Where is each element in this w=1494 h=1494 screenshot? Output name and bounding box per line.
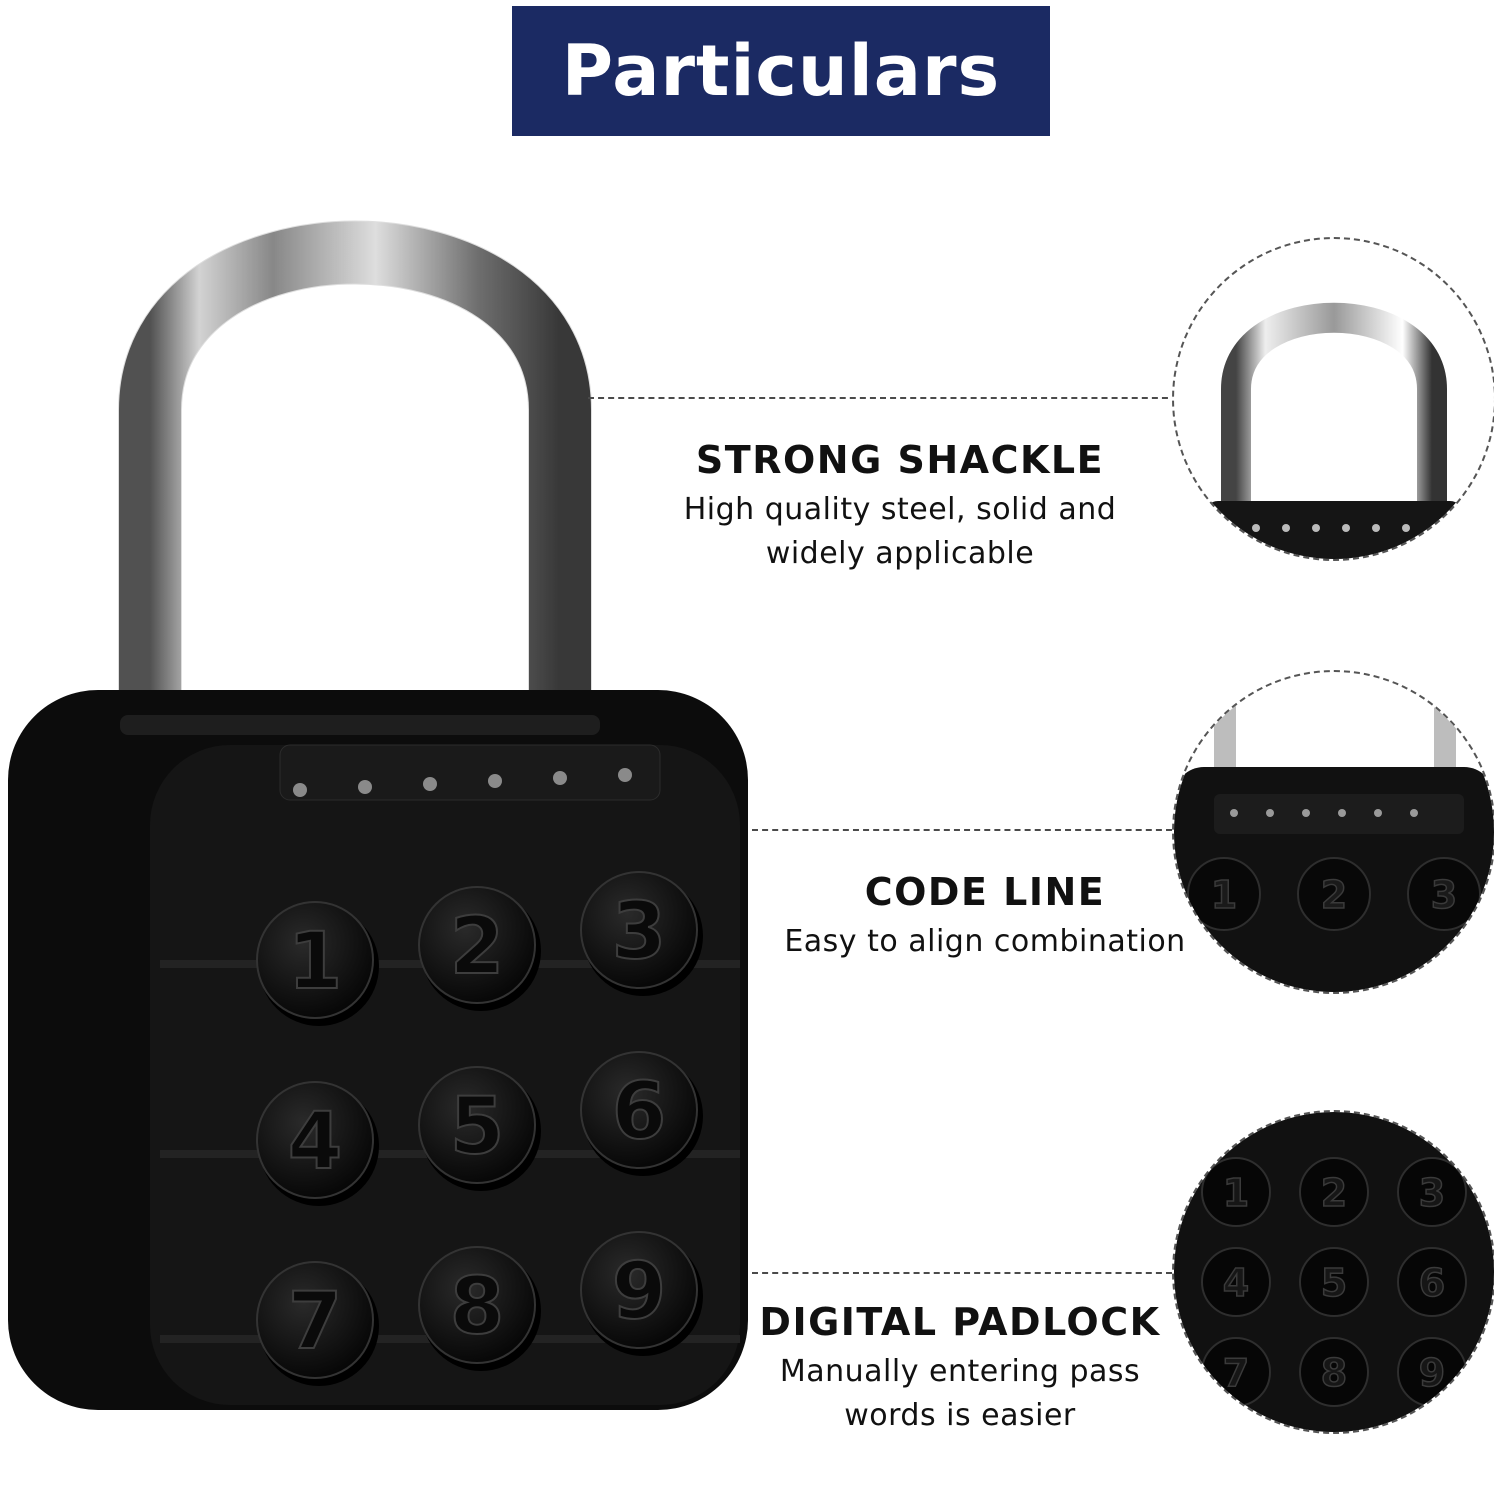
code-dot (358, 780, 372, 794)
zoom-key-label: 1 (1223, 1171, 1249, 1215)
feature-title: STRONG SHACKLE (695, 438, 1105, 482)
feature-digital-padlock: DIGITAL PADLOCK Manually entering pass w… (720, 1300, 1200, 1438)
code-dot (618, 768, 632, 782)
key-6-button: 6 (580, 1051, 703, 1176)
feature-title: CODE LINE (864, 870, 1106, 914)
page-title: Particulars (561, 30, 1001, 112)
zoom-key-6: 6 (1397, 1247, 1467, 1317)
key-label: 1 (288, 917, 342, 1007)
zoom-key-2: 2 (1299, 1157, 1369, 1227)
key-label: 2 (450, 902, 504, 992)
key-label: 7 (288, 1277, 342, 1367)
key-label: 4 (288, 1097, 342, 1187)
zoom-key-label: 8 (1321, 1351, 1347, 1395)
feature-desc-line1: Easy to align combination (784, 924, 1186, 959)
code-dots (293, 768, 632, 797)
connector-line-2 (752, 829, 1172, 831)
zoom-key-label: 5 (1321, 1261, 1347, 1305)
code-line (279, 744, 661, 801)
key-1-button: 1 (256, 901, 379, 1026)
feature-desc-line2: widely applicable (765, 536, 1035, 571)
zoom-shackle (1172, 237, 1494, 561)
code-dot (553, 771, 567, 785)
key-7-button: 7 (256, 1261, 379, 1386)
key-label: 8 (450, 1262, 504, 1352)
svg-text:3: 3 (1431, 873, 1457, 917)
shackle (119, 221, 591, 740)
zoom-key-8: 8 (1299, 1337, 1369, 1407)
svg-text:1: 1 (1211, 873, 1237, 917)
key-label: 3 (612, 887, 666, 977)
key-label: 6 (612, 1067, 666, 1157)
svg-text:2: 2 (1321, 873, 1347, 917)
zoom-key-7: 7 (1201, 1337, 1271, 1407)
feature-code-line: CODE LINE Easy to align combination (760, 870, 1210, 964)
code-dot (488, 774, 502, 788)
zoom-key-label: 7 (1223, 1351, 1249, 1395)
padlock-illustration: 1 2 3 4 5 6 7 8 9 (8, 220, 748, 1410)
key-8-button: 8 (418, 1246, 541, 1371)
zoom-key-3: 3 (1397, 1157, 1467, 1227)
zoom-key-4: 4 (1201, 1247, 1271, 1317)
zoom-key-label: 3 (1419, 1171, 1445, 1215)
zoom-key-label: 9 (1419, 1351, 1445, 1395)
feature-desc-line1: Manually entering pass (779, 1354, 1141, 1389)
key-4-button: 4 (256, 1081, 379, 1206)
zoom-keypad: 1 2 3 4 5 6 7 8 9 (1172, 1110, 1494, 1434)
key-9-button: 9 (580, 1231, 703, 1356)
zoom-key-label: 6 (1419, 1261, 1445, 1305)
keypad: 1 2 3 4 5 6 7 8 9 (256, 871, 703, 1386)
zoom-key-9: 9 (1397, 1337, 1467, 1407)
zoom-key-label: 2 (1321, 1171, 1347, 1215)
feature-desc-line1: High quality steel, solid and (683, 492, 1117, 527)
connector-line-1 (588, 397, 1178, 399)
key-3-button: 3 (580, 871, 703, 996)
feature-desc-line2: words is easier (844, 1398, 1076, 1433)
code-dot (423, 777, 437, 791)
zoom-key-5: 5 (1299, 1247, 1369, 1317)
connector-line-3 (752, 1272, 1172, 1274)
key-5-button: 5 (418, 1066, 541, 1191)
key-label: 9 (612, 1247, 666, 1337)
title-banner: Particulars (512, 6, 1050, 136)
zoom-key-label: 4 (1223, 1261, 1249, 1305)
zoom-key-1: 1 (1201, 1157, 1271, 1227)
key-label: 5 (450, 1082, 504, 1172)
zoom-code-line: 1 2 3 (1172, 670, 1494, 994)
feature-title: DIGITAL PADLOCK (759, 1300, 1161, 1344)
code-dot (293, 783, 307, 797)
feature-strong-shackle: STRONG SHACKLE High quality steel, solid… (640, 438, 1160, 576)
key-2-button: 2 (418, 886, 541, 1011)
